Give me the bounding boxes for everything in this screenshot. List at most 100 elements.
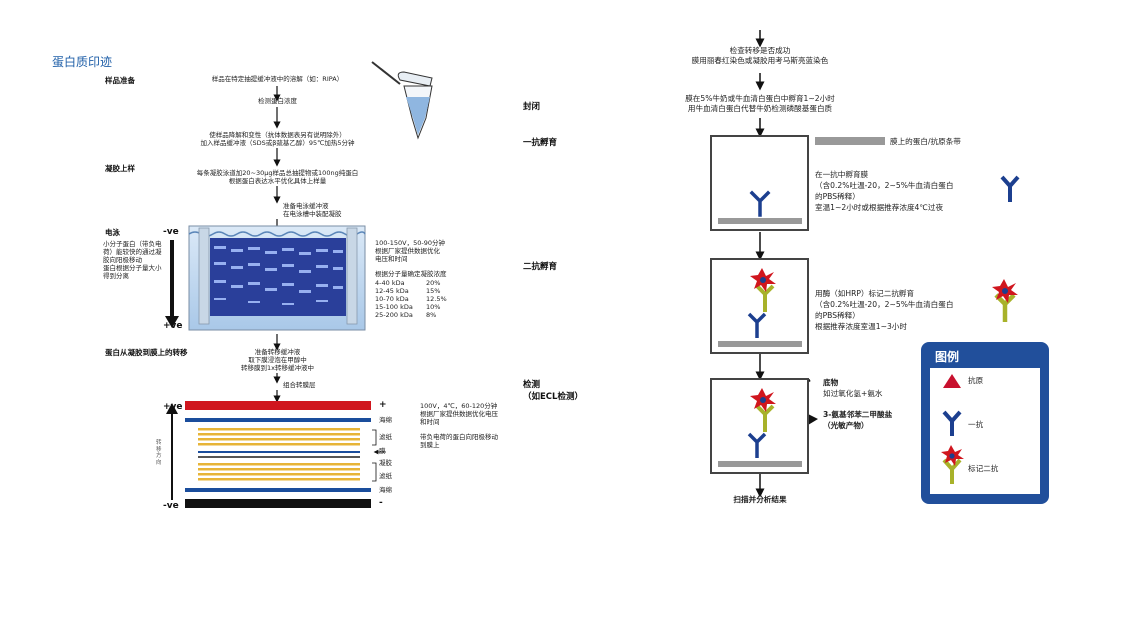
run-cond-2: 根据厂家提供数据优化: [375, 247, 440, 255]
hrp-burst-icon: [750, 268, 776, 292]
antigen-icon: [943, 374, 961, 388]
substrate-desc: 如过氧化氢+氨水: [823, 389, 883, 398]
check-2: 膜用丽春红染色或凝胶用考马斯亮蓝染色: [691, 56, 829, 65]
step-denature-1: 使样品降解和变性（抗体数据表另有说明除外）: [209, 131, 346, 139]
gel-pct-2: 12.5%: [426, 295, 447, 303]
gel-range-3: 15-100 kDa: [375, 303, 413, 311]
secondary-note-2: （含0.2%吐温-20，2~5%牛血清白蛋白: [815, 300, 954, 309]
secondary-note-1: 用酶（如HRP）标记二抗孵育: [815, 289, 915, 298]
legend-label-primary: 一抗: [968, 420, 984, 429]
run-cond-1: 100-150V，50-90分钟: [375, 239, 445, 247]
transfer-1: 准备转移缓冲液: [254, 348, 301, 356]
primary-note-4: 室温1~2小时或根据推荐浓度4℃过夜: [815, 203, 944, 212]
primary-note-2: （含0.2%吐温-20，2~5%牛血清白蛋白: [815, 181, 954, 190]
transfer-stack: [185, 401, 386, 508]
band-swatch: [815, 137, 885, 145]
product-desc: （光敏产物）: [823, 421, 869, 430]
gel-pct-0: 20%: [426, 279, 441, 287]
transfer-cond-1: 100V，4℃，60-120分钟: [420, 402, 498, 410]
step-load-1: 每条凝胶泳道加20~30μg样品总抽提物或100ng纯蛋白: [196, 169, 359, 177]
secondary-antibody-icon: [755, 284, 775, 312]
transfer-2: 取下膜浸泡在甲醇中: [248, 356, 307, 364]
section-primary: 一抗孵育: [523, 138, 558, 148]
primary-antibody-icon: [749, 190, 771, 217]
section-sample-prep: 样品准备: [105, 76, 135, 85]
secondary-antibody-icon: [755, 404, 775, 432]
step-dissolve: 样品在特定抽提缓冲液中的溶解（如：RIPA）: [211, 75, 344, 83]
section-secondary: 二抗孵育: [523, 262, 558, 272]
legend-label-antigen: 抗原: [968, 376, 984, 385]
gel-table-title: 根据分子量确定凝胶浓度: [375, 270, 447, 278]
primary-antibody-icon: [1000, 175, 1020, 202]
transfer-note-2: 到膜上: [420, 441, 440, 449]
negative-top: -ve: [163, 227, 179, 237]
plus-sign: +: [379, 400, 387, 410]
run-cond-3: 电压和时间: [375, 255, 408, 263]
negative-bottom: -ve: [163, 501, 179, 511]
step-load-2: 根据蛋白表达水平优化具体上样量: [228, 177, 327, 185]
section-transfer: 蛋白从凝胶到膜上的转移: [105, 348, 188, 357]
tube-icon: [371, 61, 433, 140]
legend-label-secondary: 标记二抗: [968, 464, 999, 473]
minus-sign: -: [379, 498, 383, 508]
gel-pct-4: 8%: [426, 311, 437, 319]
legend-title: 图例: [935, 350, 960, 364]
electro-note-1: 小分子蛋白（带负电: [103, 240, 162, 248]
gel-pct-3: 10%: [426, 303, 441, 311]
section-blocking: 封闭: [523, 102, 541, 112]
primary-antibody-icon: [942, 410, 962, 436]
positive-top: +ve: [163, 402, 183, 412]
primary-antibody-icon: [747, 432, 767, 458]
block-1: 膜在5%牛奶或牛血清白蛋白中孵育1~2小时: [685, 94, 835, 103]
electro-note-2: 荷）能较快的通过凝: [103, 248, 162, 256]
primary-note-1: 在一抗中孵育膜: [815, 170, 869, 179]
positive-bottom: +ve: [163, 321, 183, 331]
transfer-cond-3: 和时间: [420, 418, 440, 426]
gel-range-1: 12-45 kDa: [375, 287, 409, 295]
gel-pct-1: 15%: [426, 287, 441, 295]
gel-range-4: 25-200 kDa: [375, 311, 413, 319]
section-detection-sub: （如ECL检测）: [523, 392, 583, 402]
primary-note-3: 的PBS稀释）: [815, 192, 860, 201]
layer-gel: 凝胶: [379, 459, 392, 467]
check-1: 检查转移是否成功: [729, 46, 791, 55]
substrate-title: 底物: [823, 378, 839, 387]
transfer-3: 转移膜到1x转移缓冲液中: [241, 364, 314, 372]
product-title: 3-氨基邻苯二甲酸盐: [823, 410, 893, 419]
transfer-direction-label: 转移方向: [156, 440, 162, 466]
electro-note-3: 胶向阳极移动: [103, 256, 142, 264]
electro-note-4: 蛋白根据分子量大小: [103, 264, 162, 272]
gel-range-0: 4-40 kDa: [375, 279, 405, 287]
hrp-burst-icon: [750, 388, 776, 412]
page-title: 蛋白质印迹: [52, 55, 113, 69]
transfer-note-1: 带负电荷的蛋白向阳极移动: [420, 433, 498, 441]
assemble-layers: 组合转膜层: [283, 381, 316, 389]
secondary-antibody-icon: [941, 445, 964, 484]
primary-antibody-icon: [747, 312, 767, 338]
final-step: 扫描并分析结果: [733, 495, 787, 504]
section-gel-loading: 凝胶上样: [105, 164, 135, 173]
block-2: 用牛血清白蛋白代替牛奶检测磷酸基蛋白质: [687, 104, 833, 113]
secondary-note-4: 根据推荐浓度室温1~3小时: [815, 322, 907, 331]
secondary-note-3: 的PBS稀释）: [815, 311, 860, 320]
transfer-cond-2: 根据厂家提供数据优化电压: [420, 410, 498, 418]
step-concentration: 检测蛋白浓度: [258, 97, 297, 105]
layer-filter-bottom: 滤纸: [379, 472, 392, 480]
electrophoresis-tank: [188, 225, 366, 331]
step-denature-2: 加入样品缓冲液（SDS或β巯基乙醇）95℃加热5分钟: [200, 139, 355, 147]
section-detection: 检测: [523, 380, 541, 390]
legend-body: 抗原 一抗 标记二抗: [930, 368, 1040, 494]
secondary-antibody-icon: [992, 279, 1018, 322]
band-label: 膜上的蛋白/抗原条带: [890, 137, 961, 146]
legend-panel: 图例 抗原 一抗 标记二抗: [921, 342, 1049, 504]
gel-range-2: 10-70 kDa: [375, 295, 409, 303]
step-prep-1: 准备电泳缓冲液: [283, 202, 329, 210]
electro-note-5: 得到分离: [103, 272, 129, 280]
layer-filter-top: 滤纸: [379, 433, 392, 441]
layer-sponge-top: 海绵: [379, 416, 392, 424]
section-electrophoresis: 电泳: [105, 228, 120, 237]
layer-sponge-bottom: 海绵: [379, 486, 392, 494]
step-prep-2: 在电泳槽中装配凝胶: [283, 210, 342, 218]
